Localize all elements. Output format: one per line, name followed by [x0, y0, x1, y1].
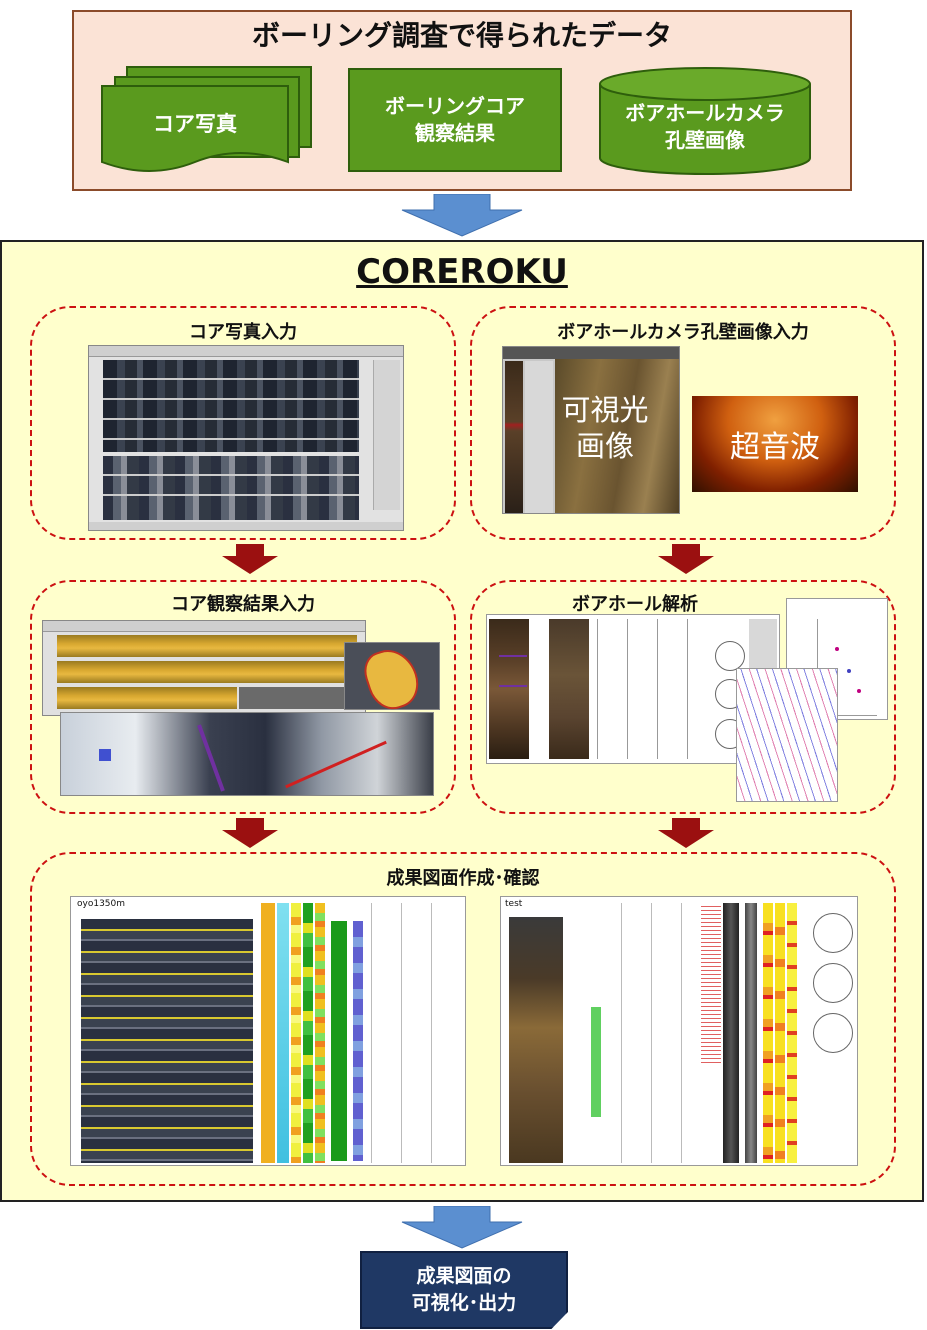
panel-core-observation-input — [30, 580, 456, 814]
visible-light-line1: 可視光 — [561, 393, 649, 427]
core-observation-screenshot — [42, 620, 366, 716]
fracture-lines-screenshot — [736, 668, 838, 802]
ultrasonic-image — [692, 396, 858, 492]
output-line1: 成果図面の — [416, 1265, 512, 1288]
ultrasonic-label: 超音波 — [730, 430, 820, 465]
core-observation-line2: 観察結果 — [415, 121, 495, 145]
flow-arrow-down-1 — [401, 194, 523, 237]
output-box: 成果図面の 可視化･出力 — [360, 1251, 568, 1329]
flow-arrow-red-1 — [222, 544, 278, 574]
flow-arrow-red-2 — [658, 544, 714, 574]
panel-core-photo-input — [30, 306, 456, 540]
core-log-drawing: oyo1350m — [70, 896, 466, 1166]
panel-core-photo-input-title: コア写真入力 — [189, 322, 297, 343]
core-observation-box: ボーリングコア 観察結果 — [348, 68, 562, 172]
source-data-title: ボーリング調査で得られたデータ — [251, 19, 672, 52]
panel-borehole-analysis-title: ボアホール解析 — [572, 594, 698, 615]
visible-light-label: 可視光 画像 — [554, 392, 656, 465]
core-fracture-images — [60, 712, 434, 796]
borehole-analysis-screenshot — [486, 614, 780, 764]
borehole-camera-cylinder-icon — [599, 67, 811, 175]
panel-borehole-analysis — [470, 580, 896, 814]
panel-core-observation-input-title: コア観察結果入力 — [171, 594, 315, 615]
core-photo-label: コア写真 — [153, 112, 237, 136]
visible-light-screenshot — [502, 346, 680, 514]
panel-result-drawing-title: 成果図面作成･確認 — [386, 868, 540, 889]
flow-arrow-red-3 — [222, 818, 278, 848]
flow-arrow-down-2 — [401, 1206, 523, 1249]
output-line2: 可視化･出力 — [411, 1292, 517, 1314]
borehole-log-title: test — [505, 899, 523, 909]
borehole-camera-line1: ボアホールカメラ — [625, 101, 785, 125]
panel-borehole-image-input — [470, 306, 896, 540]
core-sketch-image — [344, 642, 440, 716]
visible-light-line2: 画像 — [575, 429, 634, 464]
coreroku-title: COREROKU — [356, 252, 568, 292]
panel-result-drawing — [30, 852, 896, 1186]
core-photo-screenshot — [88, 345, 404, 531]
panel-borehole-image-input-title: ボアホールカメラ孔壁画像入力 — [557, 322, 809, 343]
borehole-camera-label: ボアホールカメラ 孔壁画像 — [598, 100, 812, 154]
core-log-title: oyo1350m — [77, 899, 126, 909]
core-photo-doc-icon — [101, 85, 289, 172]
core-observation-line1: ボーリングコア — [385, 94, 525, 118]
flow-arrow-red-4 — [658, 818, 714, 848]
borehole-camera-line2: 孔壁画像 — [665, 128, 745, 152]
borehole-log-drawing: test — [500, 896, 858, 1166]
